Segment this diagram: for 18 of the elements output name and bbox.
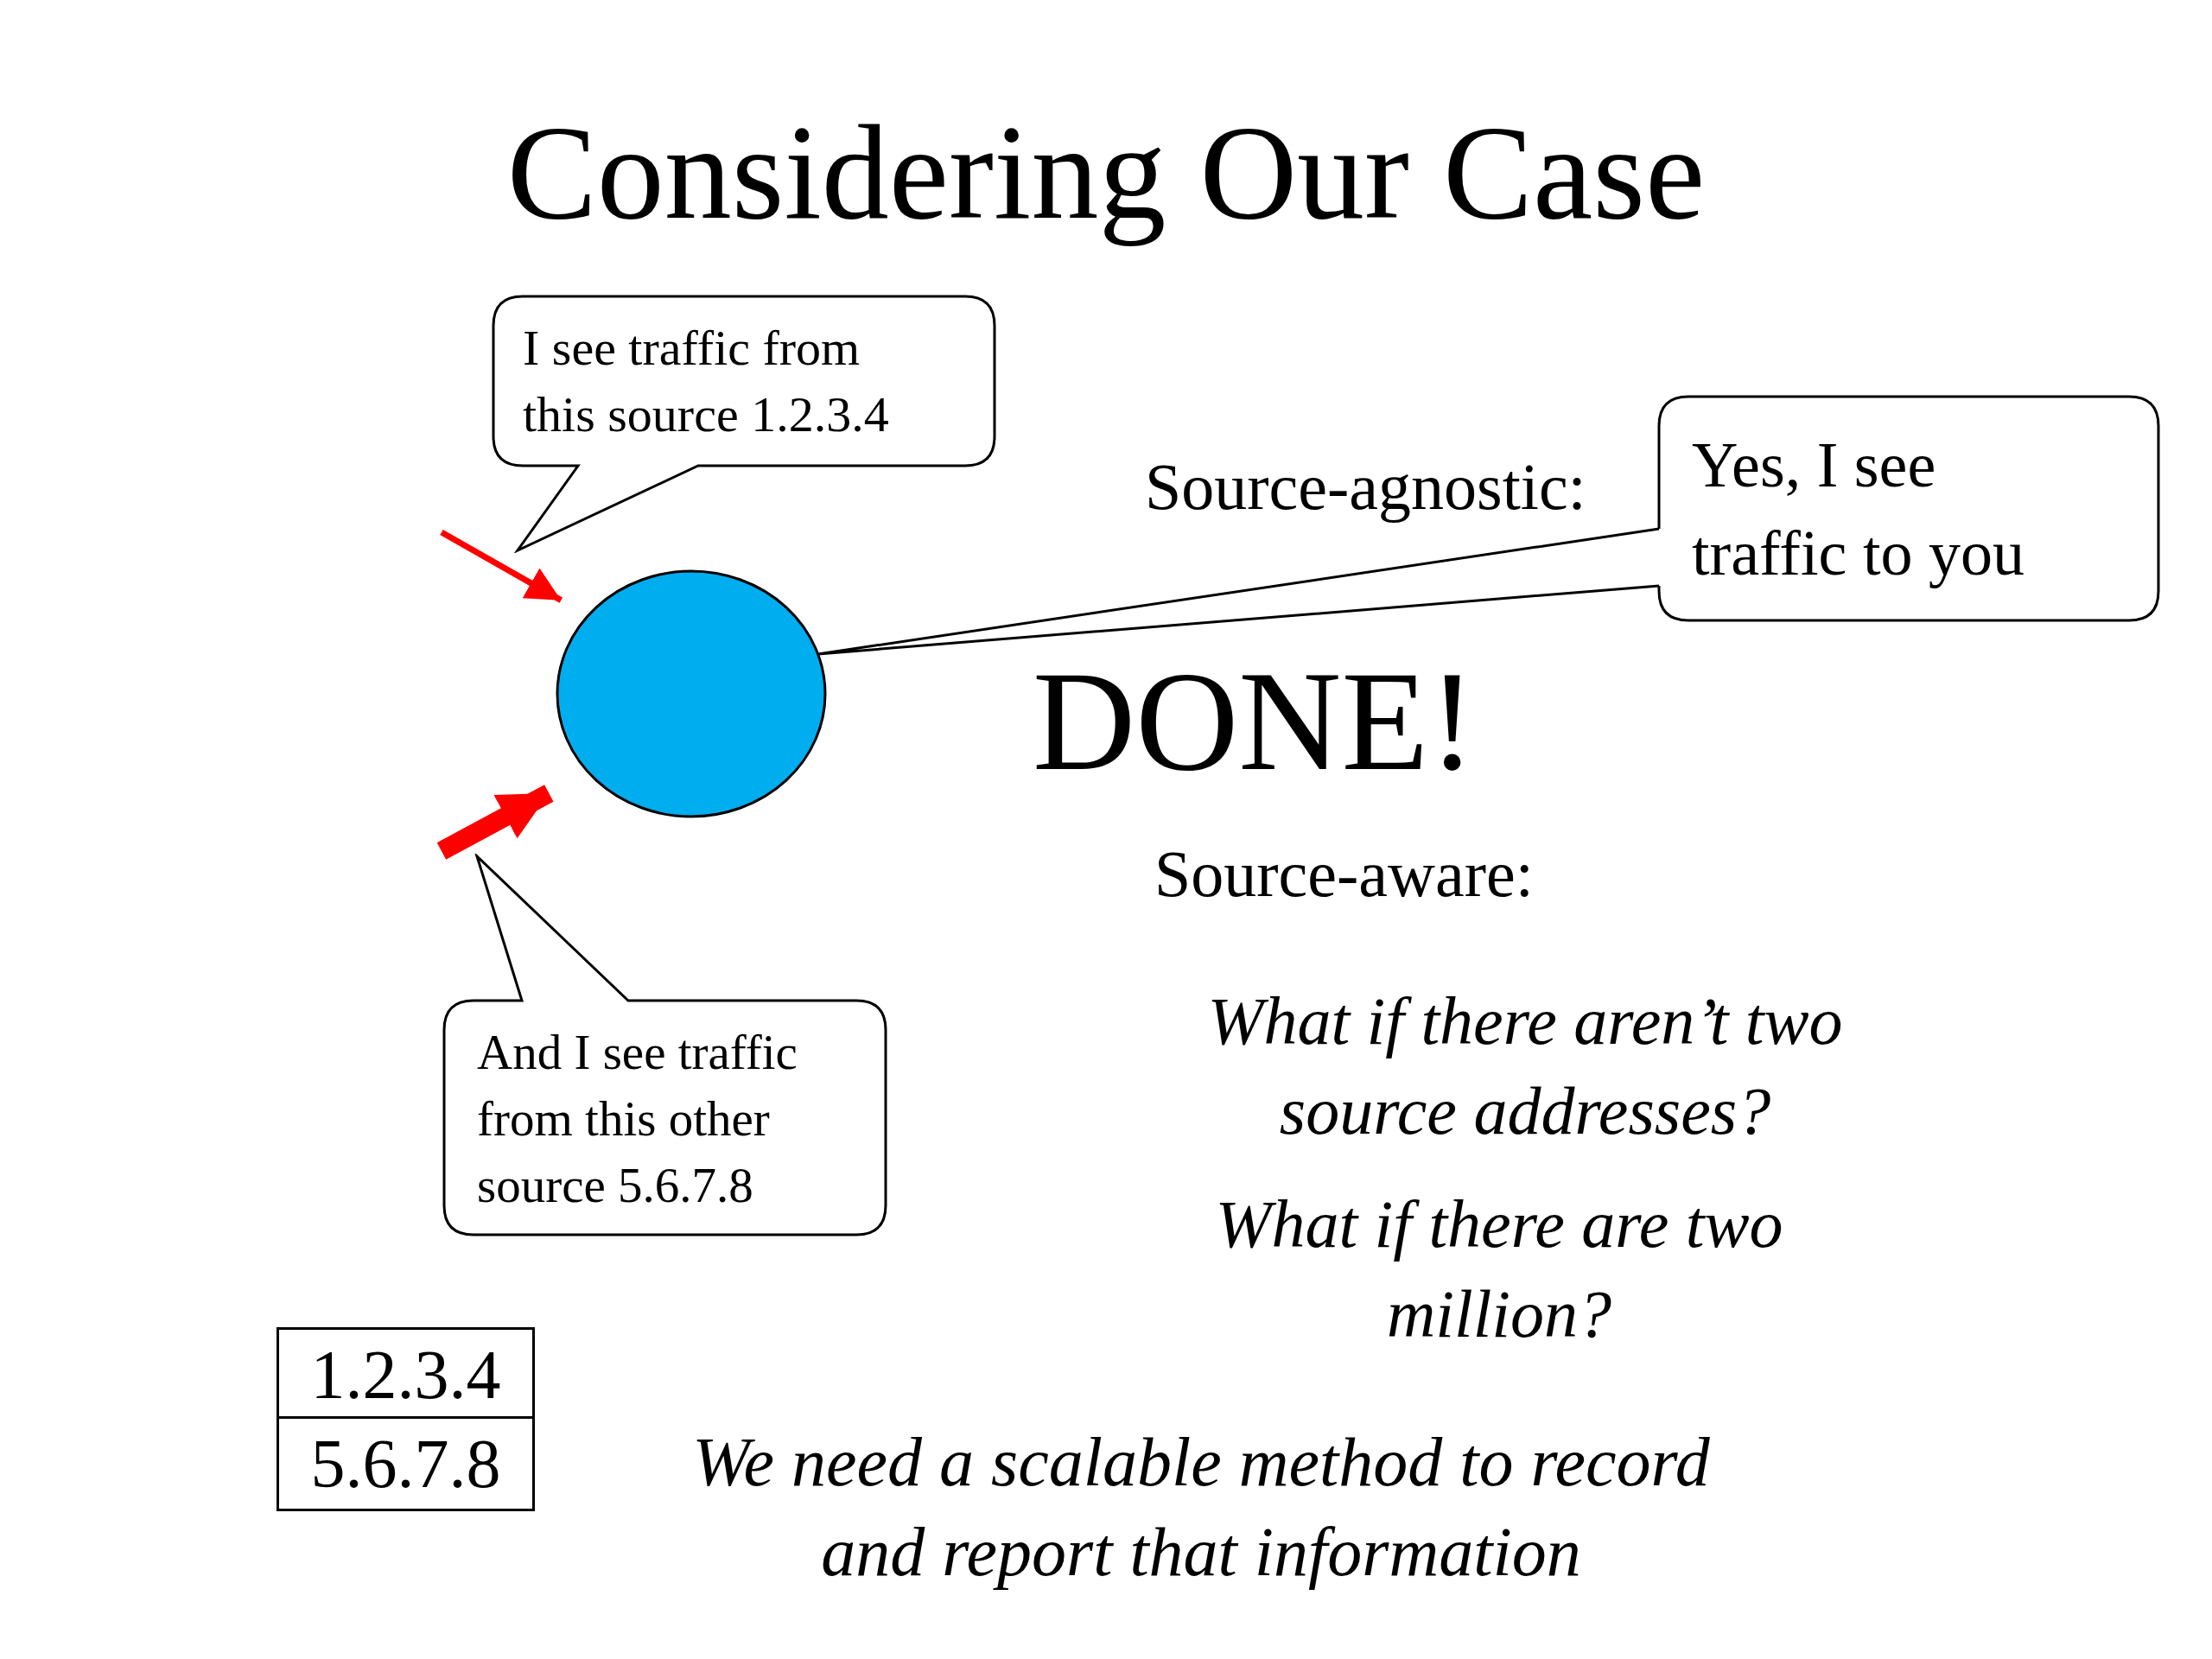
bubble-text: I see traffic from this source 1.2.3.4 (523, 319, 890, 444)
heading-text: Source-agnostic: (1145, 449, 1586, 524)
speech-bubble (442, 854, 888, 1237)
question-text: What if there are two million? (1214, 1185, 1784, 1353)
question-text: What if there aren’t two source addresses? (1206, 982, 1844, 1150)
bubble-text: Yes, I see traffic to you (1692, 428, 2025, 590)
heading-text: Source-aware: (1154, 836, 1534, 912)
node-ellipse (555, 569, 828, 819)
result-text: DONE! (1033, 644, 1477, 799)
table-cell: 1.2.3.4 (276, 1327, 535, 1419)
speech-bubble (1656, 394, 2161, 623)
slide-title: Considering Our Case (505, 99, 1707, 246)
note-text: We need a scalable method to record and report that information (691, 1423, 1711, 1592)
arrow (440, 529, 563, 603)
table-cell: 5.6.7.8 (276, 1416, 535, 1511)
arrow (436, 785, 554, 860)
speech-bubble (491, 294, 997, 553)
bubble-text: And I see traffic from this other source 5.6.7.8 (477, 1023, 798, 1213)
